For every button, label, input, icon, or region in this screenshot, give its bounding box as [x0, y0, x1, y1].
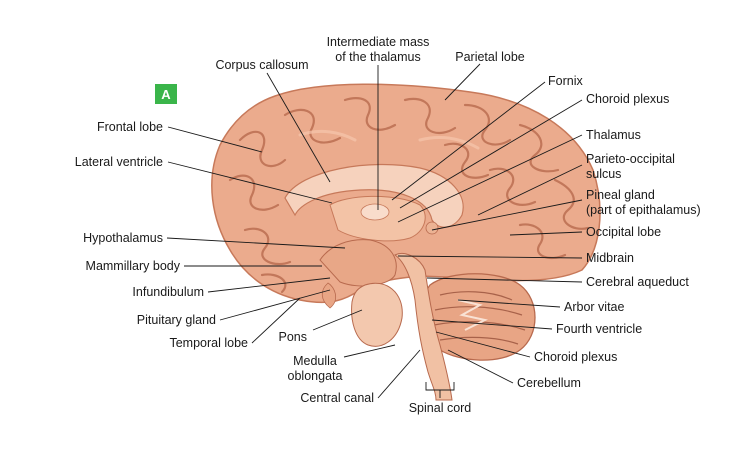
- panel-badge-label: A: [161, 87, 171, 102]
- panel-badge: A: [155, 84, 177, 104]
- label-infundibulum: Infundibulum: [132, 285, 204, 299]
- label-medulla-line2: oblongata: [288, 369, 343, 383]
- label-pineal-line1: Pineal gland: [586, 188, 655, 202]
- label-midbrain: Midbrain: [586, 251, 634, 265]
- label-spinal-cord: Spinal cord: [409, 401, 472, 415]
- label-lateral-ventricle: Lateral ventricle: [75, 155, 163, 169]
- label-choroid-plexus-bottom: Choroid plexus: [534, 350, 617, 364]
- label-pituitary-gland: Pituitary gland: [137, 313, 216, 327]
- label-parieto-occipital-line1: Parieto-occipital: [586, 152, 675, 166]
- brainstem: [321, 253, 453, 401]
- label-medulla-line1: Medulla: [293, 354, 337, 368]
- label-pons: Pons: [279, 330, 308, 344]
- label-mammillary-body: Mammillary body: [86, 259, 181, 273]
- label-intermediate-mass-line1: Intermediate mass: [327, 35, 430, 49]
- label-central-canal: Central canal: [300, 391, 374, 405]
- label-cerebellum: Cerebellum: [517, 376, 581, 390]
- label-fourth-ventricle: Fourth ventricle: [556, 322, 642, 336]
- label-pineal-line2: (part of epithalamus): [586, 203, 701, 217]
- label-hypothalamus: Hypothalamus: [83, 231, 163, 245]
- label-intermediate-mass-line2: of the thalamus: [335, 50, 420, 64]
- label-arbor-vitae: Arbor vitae: [564, 300, 624, 314]
- label-corpus-callosum: Corpus callosum: [215, 58, 308, 72]
- labels: Frontal lobe Lateral ventricle Hypothala…: [75, 35, 701, 415]
- label-choroid-plexus-top: Choroid plexus: [586, 92, 669, 106]
- label-occipital-lobe: Occipital lobe: [586, 225, 661, 239]
- label-cerebral-aqueduct: Cerebral aqueduct: [586, 275, 689, 289]
- label-parietal-lobe: Parietal lobe: [455, 50, 525, 64]
- label-thalamus: Thalamus: [586, 128, 641, 142]
- label-temporal-lobe: Temporal lobe: [169, 336, 248, 350]
- label-parieto-occipital-line2: sulcus: [586, 167, 621, 181]
- label-fornix: Fornix: [548, 74, 583, 88]
- label-frontal-lobe: Frontal lobe: [97, 120, 163, 134]
- leader-lines: [166, 63, 583, 399]
